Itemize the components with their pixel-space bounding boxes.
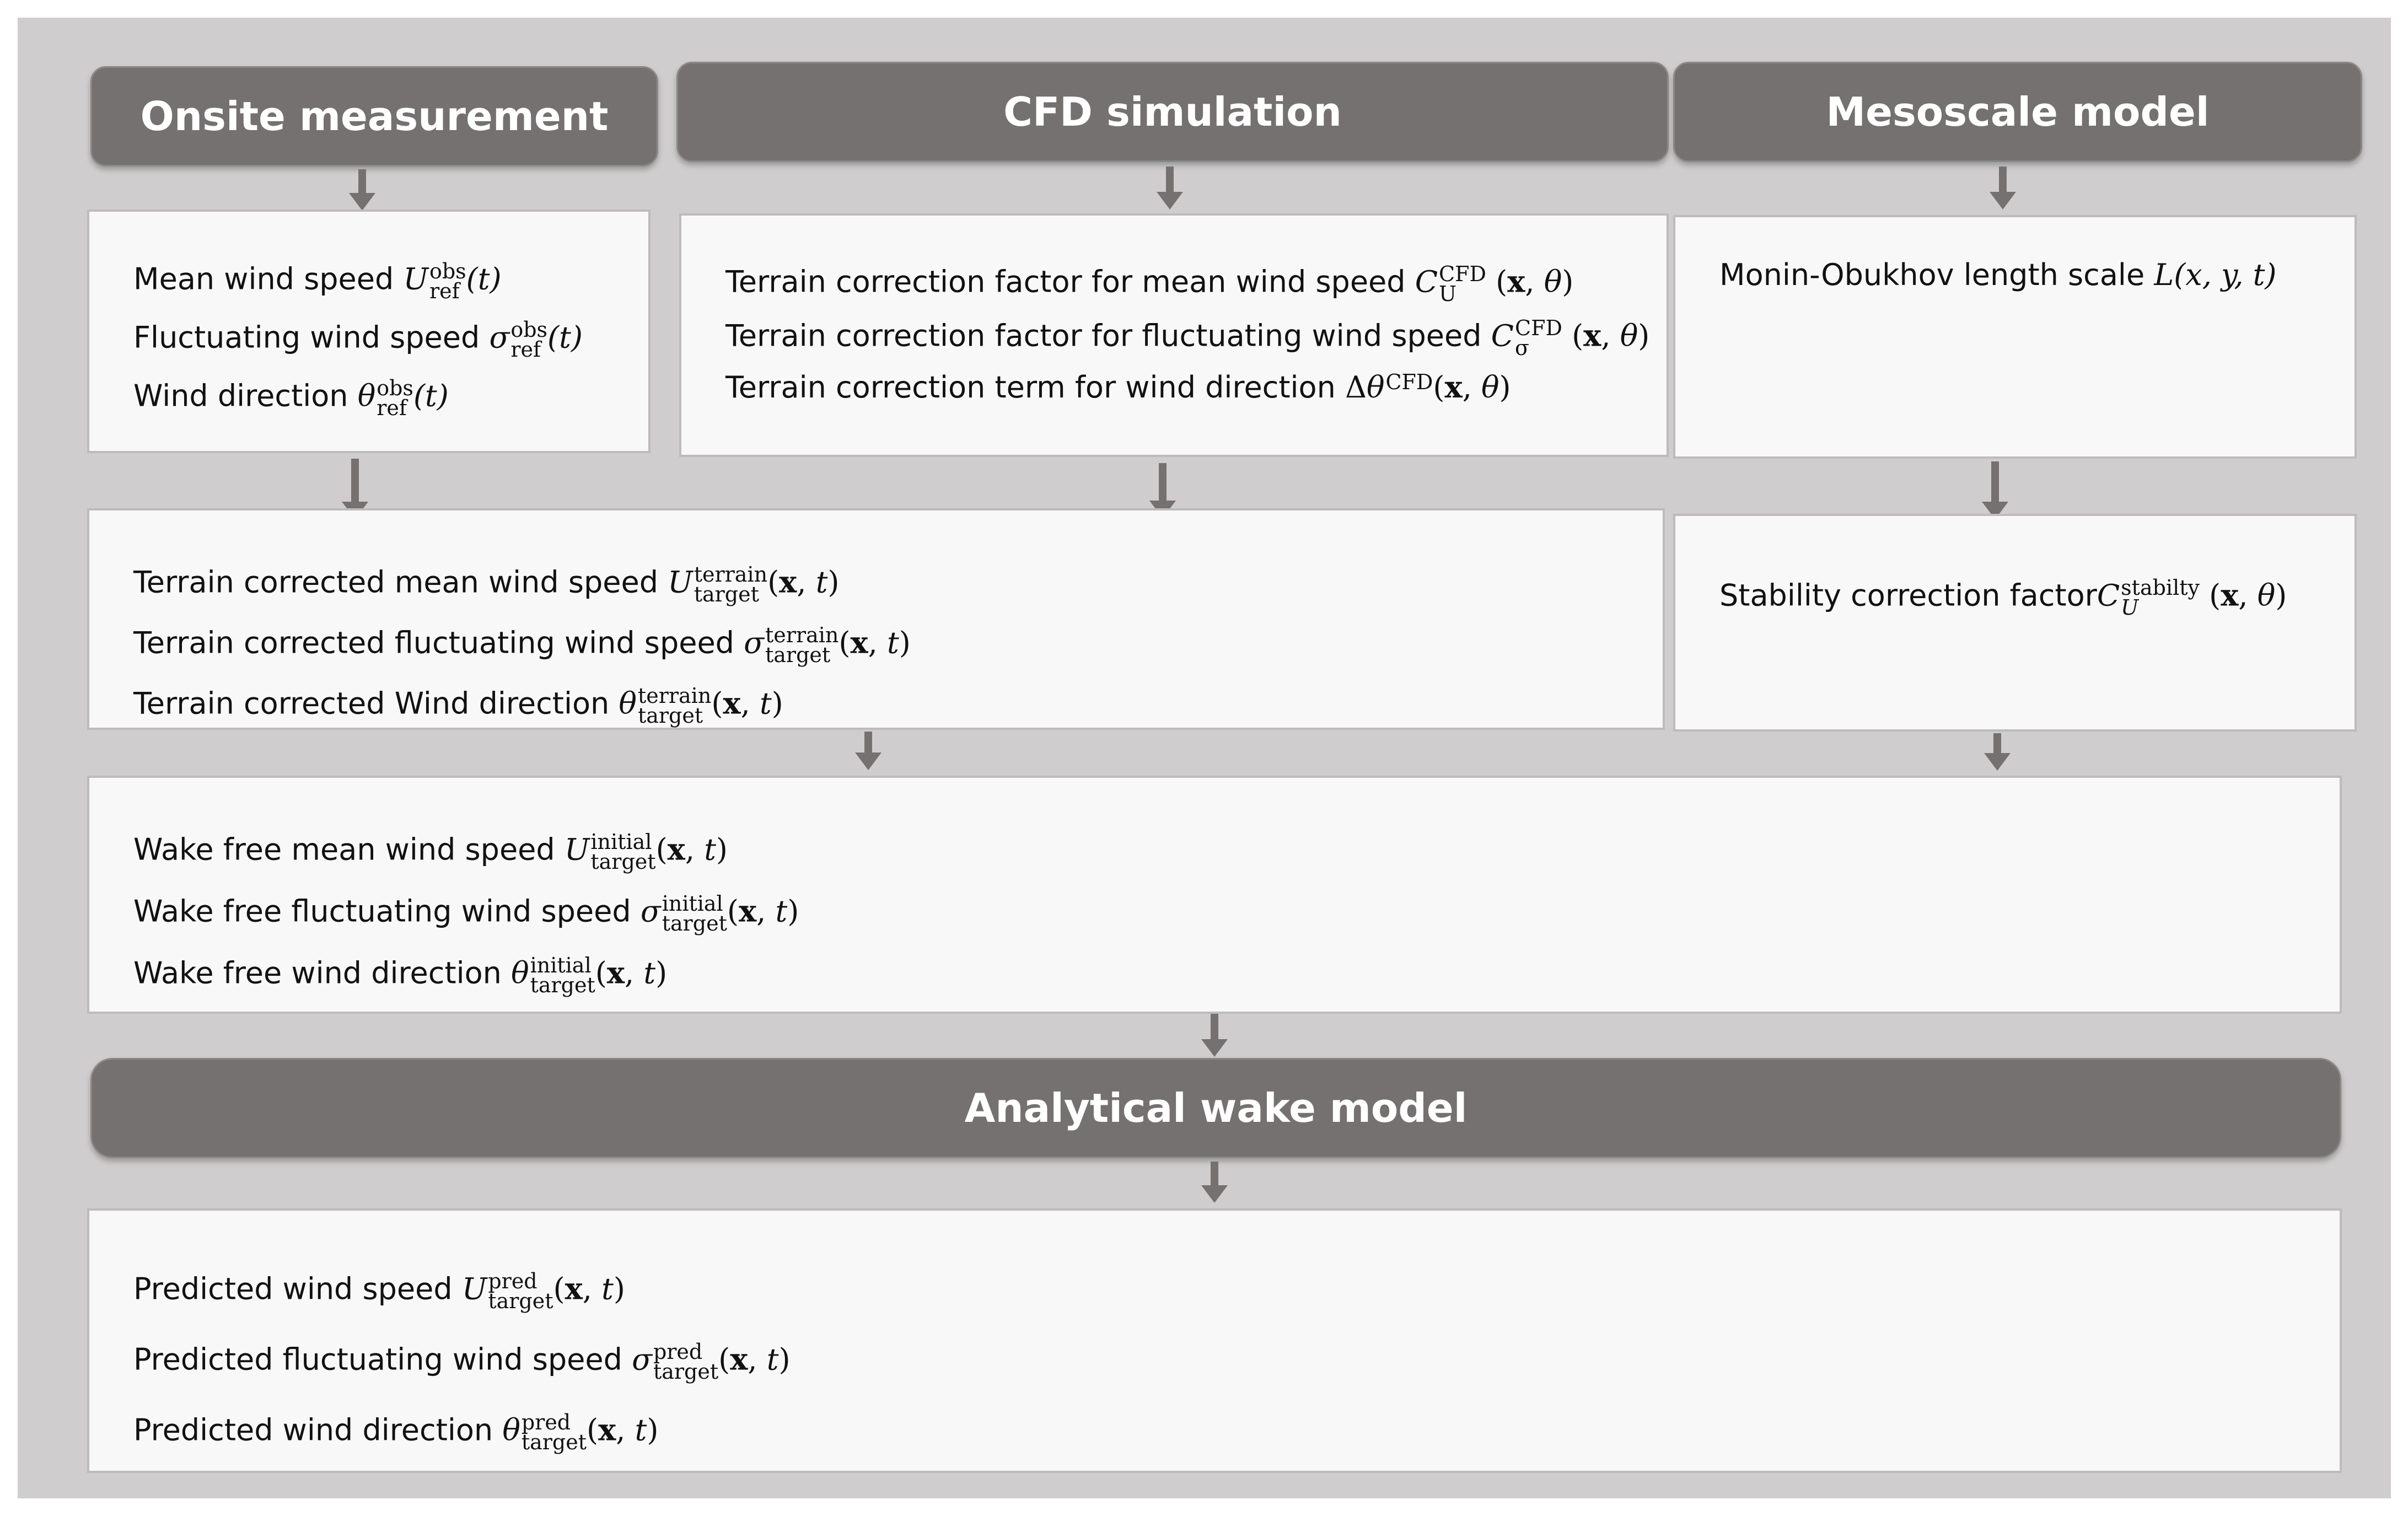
diagram-canvas: Onsite measurement CFD simulation Mesosc…: [18, 18, 2391, 1498]
arrow-terrain-to-wakefree: [864, 732, 872, 754]
cfd-terrain-factor-fluctuating: Terrain correction factor for fluctuatin…: [725, 316, 1650, 361]
header-mesoscale-model: Mesoscale model: [1673, 62, 2362, 162]
arrow-onsite-to-terrain: [351, 459, 359, 503]
header-wake-label: Analytical wake model: [964, 1085, 1468, 1131]
arrow-onsite-down: [358, 169, 366, 194]
header-analytical-wake-model: Analytical wake model: [90, 1058, 2341, 1158]
cfd-terrain-factor-mean: Terrain correction factor for mean wind …: [725, 262, 1574, 307]
meso-monin-obukhov: Monin-Obukhov length scale L(x, y, t): [1719, 257, 2277, 292]
arrow-wakefree-to-wake: [1211, 1013, 1218, 1040]
header-cfd-label: CFD simulation: [1003, 89, 1342, 135]
terrain-fluctuating-wind-speed: Terrain corrected fluctuating wind speed…: [133, 623, 911, 668]
header-meso-label: Mesoscale model: [1826, 89, 2210, 135]
arrow-cfd-down: [1166, 166, 1174, 193]
cfd-simulation-box: Terrain correction factor for mean wind …: [679, 213, 1669, 457]
header-onsite-measurement: Onsite measurement: [90, 66, 658, 166]
arrow-meso-to-stability: [1991, 461, 1999, 503]
arrow-stability-to-wakefree: [1993, 733, 2001, 754]
arrow-wake-to-predicted: [1211, 1162, 1218, 1186]
arrow-cfd-to-terrain: [1159, 463, 1167, 502]
cfd-terrain-term-direction: Terrain correction term for wind directi…: [725, 369, 1511, 405]
mesoscale-model-box: Monin-Obukhov length scale L(x, y, t): [1673, 215, 2357, 459]
arrow-meso-down: [1999, 166, 2007, 193]
header-cfd-simulation: CFD simulation: [676, 62, 1669, 162]
header-onsite-label: Onsite measurement: [140, 93, 609, 139]
